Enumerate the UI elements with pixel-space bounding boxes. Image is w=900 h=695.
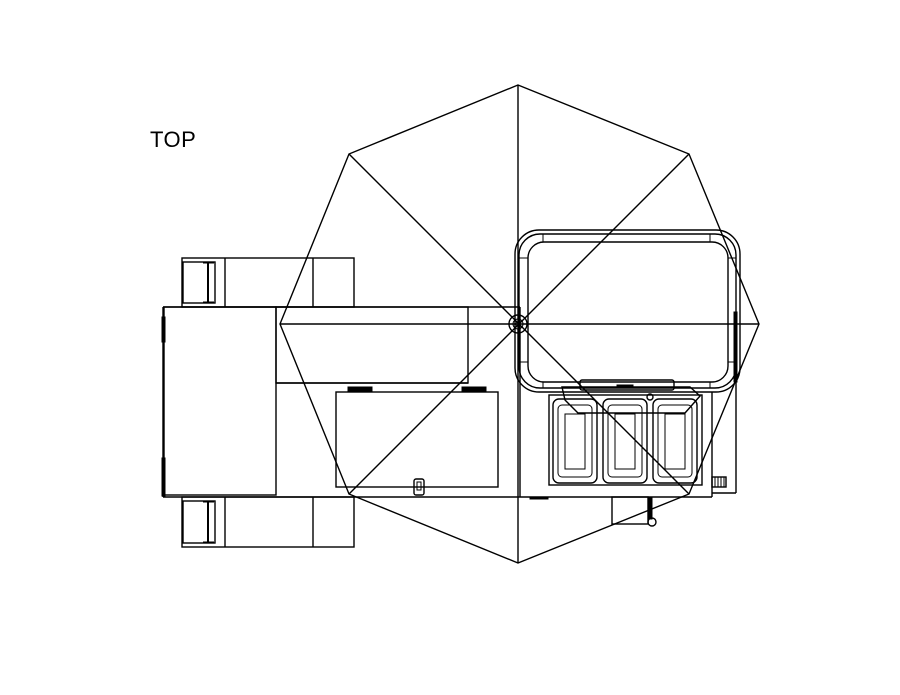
storage-tray	[275, 306, 469, 384]
rounded-tub	[514, 229, 741, 393]
front-panel	[161, 306, 277, 497]
bottom-wheel-assembly	[181, 496, 355, 548]
top-wheel-assembly	[181, 257, 355, 308]
latch-icon	[413, 478, 425, 496]
bin-1	[552, 398, 598, 484]
bin-3	[652, 398, 698, 484]
bin-tray-with-three-bins	[529, 379, 737, 500]
battery-box	[335, 386, 499, 496]
tow-hitch	[611, 496, 657, 527]
bin-2	[602, 398, 648, 484]
vent-icon	[711, 476, 727, 488]
umbrella-pole-mount	[508, 314, 528, 334]
view-label: TOP	[150, 127, 197, 152]
canopy-octagon	[279, 84, 760, 564]
